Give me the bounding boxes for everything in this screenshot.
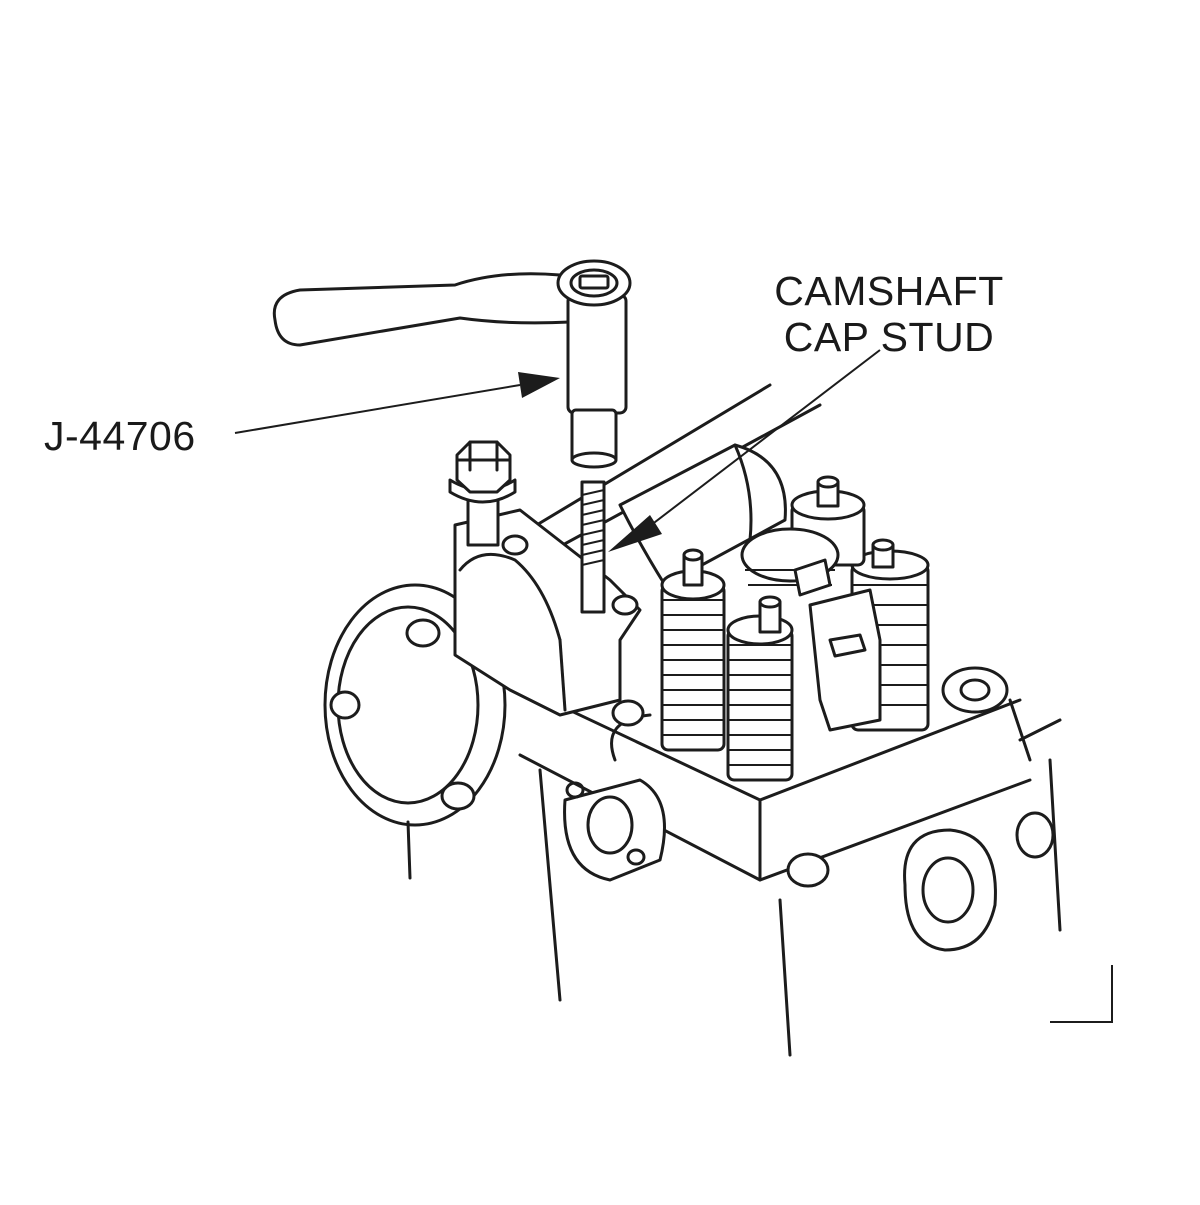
cap-stud (580, 480, 606, 614)
cap-bolt (448, 440, 517, 547)
valve-springs (660, 475, 930, 782)
callouts (234, 349, 881, 552)
spring-stack (660, 548, 726, 752)
stud-leader-line (624, 349, 881, 546)
stud-arrow-icon (608, 515, 662, 552)
stud-label-line1: CAMSHAFT (774, 268, 1004, 314)
camshaft-cap-stud-label: CAMSHAFT CAP STUD (755, 268, 1023, 360)
tool-leader-line (234, 384, 521, 434)
tool-j-44706 (272, 259, 632, 469)
stud-label-line2: CAP STUD (783, 314, 995, 360)
camshaft-cap (453, 508, 642, 717)
tool-arrow-icon (518, 372, 560, 398)
tool-label: J-44706 (44, 413, 196, 459)
valve-tappet (740, 527, 840, 597)
cam-block (808, 588, 882, 732)
spring-stack (726, 595, 794, 782)
cylinder-head (493, 666, 1113, 1057)
